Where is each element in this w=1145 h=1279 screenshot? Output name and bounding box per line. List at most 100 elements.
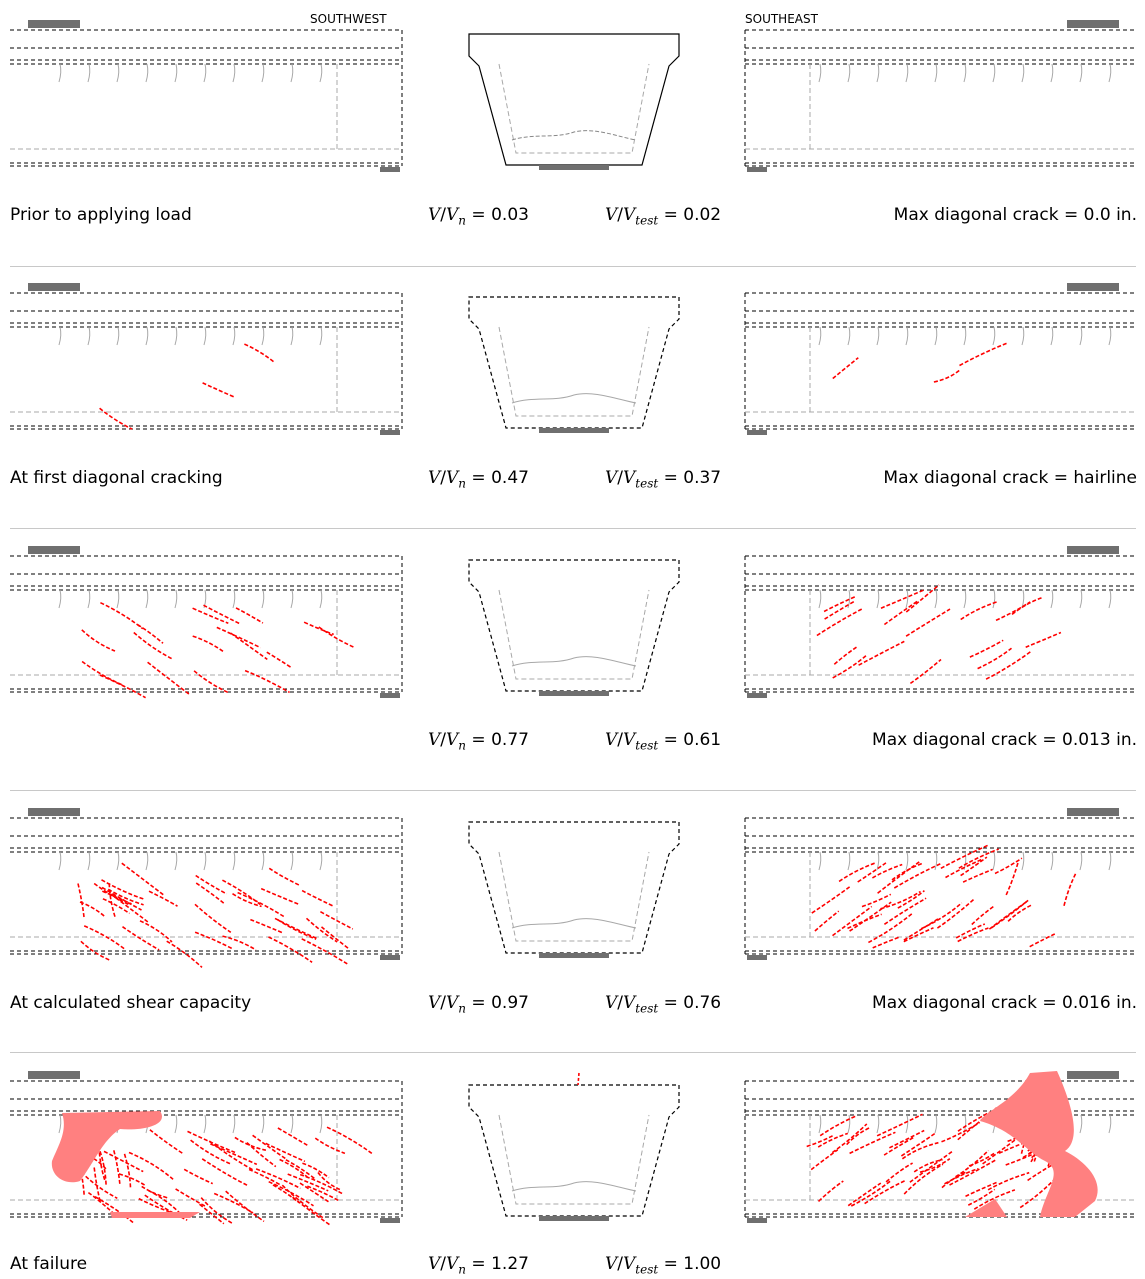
max-crack-text: Max diagonal crack = hairline bbox=[883, 468, 1137, 488]
shear-crack bbox=[166, 940, 203, 968]
shear-crack bbox=[824, 600, 855, 620]
flexural-crack bbox=[261, 589, 265, 609]
shear-crack bbox=[265, 1142, 306, 1163]
vn-ratio: V/Vn = 1.27 bbox=[428, 1254, 529, 1277]
flexural-crack bbox=[905, 326, 909, 346]
flexural-crack bbox=[876, 851, 880, 871]
shear-crack bbox=[811, 886, 851, 914]
shear-crack bbox=[272, 1184, 300, 1204]
flexural-crack bbox=[87, 589, 91, 609]
shear-crack bbox=[299, 1182, 330, 1203]
shear-crack bbox=[137, 624, 164, 644]
support-plate bbox=[747, 1218, 767, 1223]
shear-crack bbox=[889, 1129, 925, 1149]
support-plate bbox=[380, 430, 400, 435]
flexural-crack bbox=[1079, 589, 1083, 609]
flexural-crack bbox=[818, 1114, 822, 1134]
flexural-crack bbox=[58, 326, 62, 346]
shear-crack bbox=[193, 670, 229, 694]
shear-crack bbox=[817, 1180, 844, 1202]
flexural-crack bbox=[232, 63, 236, 83]
load-plate bbox=[1067, 20, 1119, 28]
flexural-crack bbox=[1108, 1114, 1112, 1134]
flexural-crack bbox=[319, 589, 323, 609]
flexural-crack bbox=[1050, 851, 1054, 871]
flexural-crack bbox=[905, 1114, 909, 1134]
section-void bbox=[498, 63, 650, 154]
shear-crack bbox=[985, 650, 1033, 680]
shear-crack bbox=[969, 639, 1004, 658]
flexural-crack bbox=[1050, 326, 1054, 346]
shear-crack bbox=[901, 1141, 939, 1160]
load-plate bbox=[1067, 283, 1119, 291]
flexural-crack bbox=[203, 1114, 207, 1134]
shear-crack bbox=[909, 1151, 953, 1183]
shear-crack bbox=[81, 629, 116, 652]
flexural-crack bbox=[818, 63, 822, 83]
shear-crack bbox=[905, 608, 951, 637]
shear-crack bbox=[93, 1167, 102, 1203]
flexural-crack bbox=[174, 63, 178, 83]
support-plate bbox=[539, 428, 609, 433]
support-plate bbox=[747, 955, 767, 960]
shear-crack bbox=[123, 1153, 132, 1189]
shear-crack bbox=[877, 860, 921, 894]
flexural-crack bbox=[319, 326, 323, 346]
shear-crack bbox=[1029, 932, 1057, 948]
section-crack bbox=[577, 1072, 580, 1086]
shear-crack bbox=[302, 1162, 330, 1179]
flexural-crack bbox=[1021, 851, 1025, 871]
support-plate bbox=[539, 165, 609, 170]
max-crack-text: Max diagonal crack = 0.0 in. bbox=[893, 205, 1137, 225]
shear-crack bbox=[868, 912, 914, 944]
shear-crack bbox=[101, 886, 142, 911]
shear-crack bbox=[252, 1134, 287, 1160]
flexural-crack bbox=[905, 63, 909, 83]
shear-crack bbox=[320, 926, 349, 949]
support-plate bbox=[747, 693, 767, 698]
shear-crack bbox=[314, 1137, 346, 1155]
cross-section bbox=[468, 821, 680, 958]
shear-crack bbox=[187, 1130, 236, 1154]
flexural-crack bbox=[876, 589, 880, 609]
southwest-elevation bbox=[10, 808, 403, 968]
shear-crack bbox=[281, 1184, 325, 1219]
cross-section bbox=[468, 33, 680, 170]
vn-ratio: V/Vn = 0.97 bbox=[428, 993, 529, 1016]
flexural-crack bbox=[963, 63, 967, 83]
flexural-crack bbox=[145, 851, 149, 871]
flexural-crack bbox=[1079, 326, 1083, 346]
shear-crack bbox=[883, 1136, 916, 1156]
flexural-crack bbox=[261, 63, 265, 83]
shear-crack bbox=[301, 889, 334, 907]
section-void bbox=[498, 589, 650, 680]
flexural-crack bbox=[1108, 589, 1112, 609]
shear-crack bbox=[832, 654, 868, 679]
shear-crack bbox=[287, 1173, 329, 1192]
shear-crack bbox=[831, 1123, 868, 1154]
shear-crack bbox=[849, 1131, 896, 1155]
section-outline bbox=[468, 821, 680, 954]
support-plate bbox=[380, 955, 400, 960]
shear-crack bbox=[101, 879, 145, 900]
flexural-crack bbox=[319, 63, 323, 83]
shear-crack bbox=[190, 1139, 232, 1165]
shear-crack bbox=[819, 1115, 857, 1137]
shear-crack bbox=[897, 889, 925, 909]
flexural-crack bbox=[1108, 63, 1112, 83]
load-plate bbox=[28, 20, 80, 28]
shear-crack bbox=[202, 382, 235, 398]
shear-crack bbox=[849, 901, 892, 932]
flexural-crack bbox=[174, 326, 178, 346]
flexural-crack bbox=[818, 589, 822, 609]
southeast-elevation bbox=[744, 1071, 1137, 1223]
shear-crack bbox=[274, 917, 318, 940]
shear-crack bbox=[103, 1150, 144, 1173]
flexural-crack bbox=[58, 589, 62, 609]
shear-crack bbox=[971, 905, 994, 926]
shear-crack bbox=[949, 1159, 997, 1186]
stage-caption: At first diagonal cracking bbox=[10, 468, 223, 488]
shear-crack bbox=[203, 604, 241, 625]
flexural-crack bbox=[232, 851, 236, 871]
